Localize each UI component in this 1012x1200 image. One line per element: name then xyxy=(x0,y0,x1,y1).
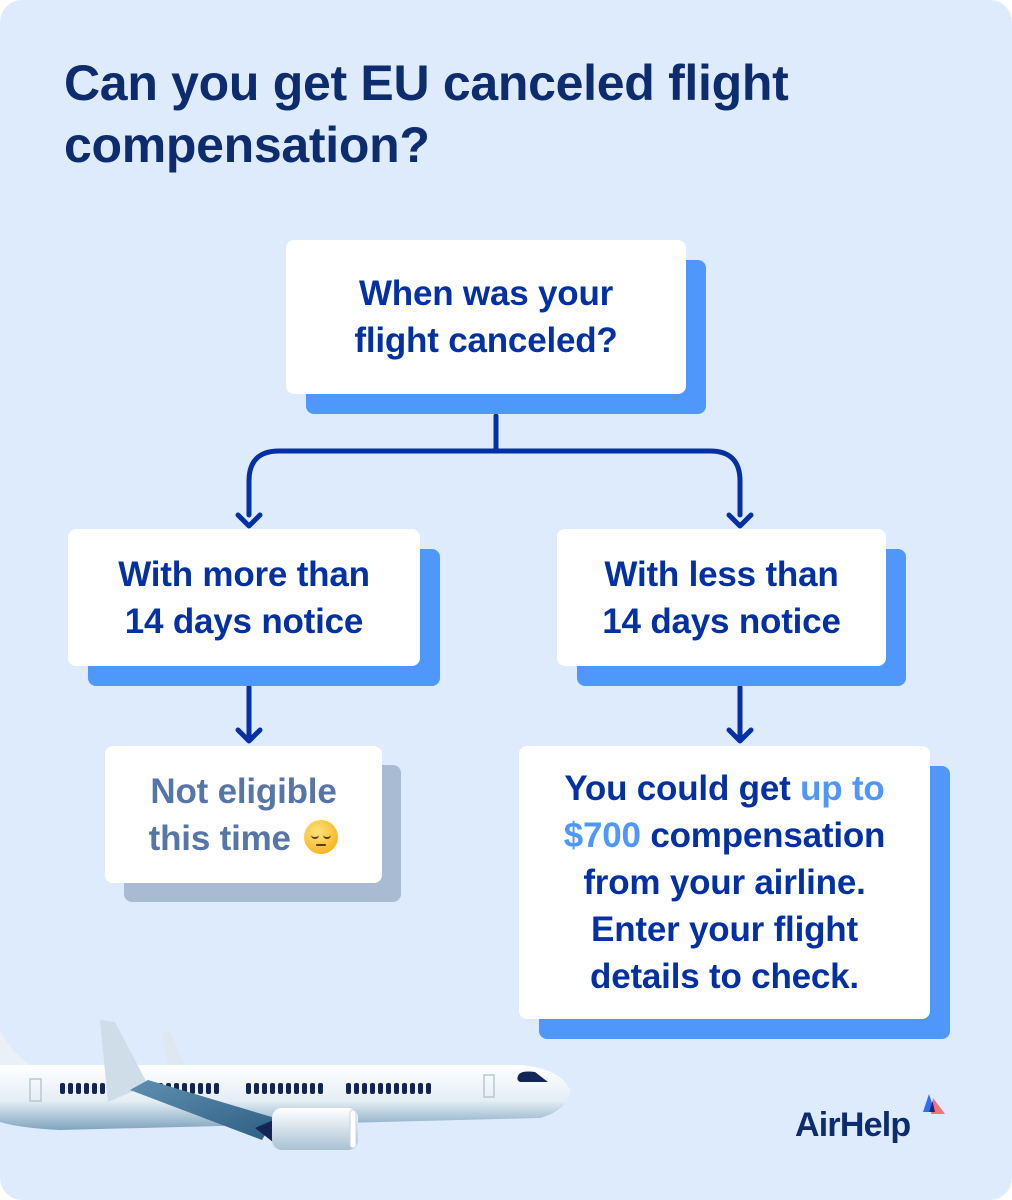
branch-right-line-2: 14 days notice xyxy=(602,601,841,641)
arrow-right-icon xyxy=(726,512,754,529)
node-card: You could get up to $700 compensation fr… xyxy=(519,746,930,1019)
tail-fin xyxy=(0,1030,30,1070)
root-line-1: When was your xyxy=(358,274,614,313)
wing xyxy=(130,1080,275,1140)
branch-right-line-1: With less than xyxy=(604,554,839,594)
node-card: With more than 14 days notice xyxy=(68,529,420,666)
arrow-down-right-icon xyxy=(726,727,754,744)
split-connector xyxy=(246,448,743,518)
node-card: When was your flight canceled? xyxy=(286,240,686,394)
page-title: Can you get EU canceled flight compensat… xyxy=(64,55,789,173)
highlight-up-to: up to xyxy=(800,769,885,808)
branch-left-line-1: With more than xyxy=(118,554,370,594)
engine-intake xyxy=(349,1109,357,1149)
arrow-down-left-icon xyxy=(235,727,263,744)
outcome-left-line-1: Not eligible xyxy=(150,771,337,811)
outcome-right-line-3: from your airline. xyxy=(583,863,866,902)
branch-left-line-2: 14 days notice xyxy=(124,601,364,641)
rear-door xyxy=(29,1078,42,1102)
airhelp-logo: AirHelp xyxy=(795,1094,955,1150)
window-row xyxy=(60,1083,431,1094)
root-line-2: flight canceled? xyxy=(354,321,618,360)
pensive-face-icon xyxy=(304,819,339,854)
node-card: With less than 14 days notice xyxy=(557,529,886,666)
outcome-right-line-5: details to check. xyxy=(590,957,859,996)
outcome-right-line-1: You could get up to xyxy=(564,765,885,812)
airhelp-mark-icon xyxy=(923,1094,945,1114)
cockpit-window xyxy=(517,1071,548,1082)
brand-name: AirHelp xyxy=(795,1106,911,1144)
airplane-illustration xyxy=(0,1020,570,1150)
winglet-main xyxy=(100,1020,148,1102)
front-door xyxy=(483,1074,495,1098)
text-segment: compensation xyxy=(640,816,886,855)
highlight-amount: $700 xyxy=(563,816,641,855)
winglet-rear xyxy=(162,1032,184,1065)
engine xyxy=(272,1108,358,1150)
outcome-right-line-4: Enter your flight xyxy=(591,910,858,949)
arrow-left-icon xyxy=(235,512,263,529)
outcome-left-line-2: this time xyxy=(148,818,291,858)
outcome-right-line-2: $700 compensation xyxy=(563,812,886,859)
node-card: Not eligible this time xyxy=(105,746,382,883)
text-segment: You could get xyxy=(564,769,801,808)
